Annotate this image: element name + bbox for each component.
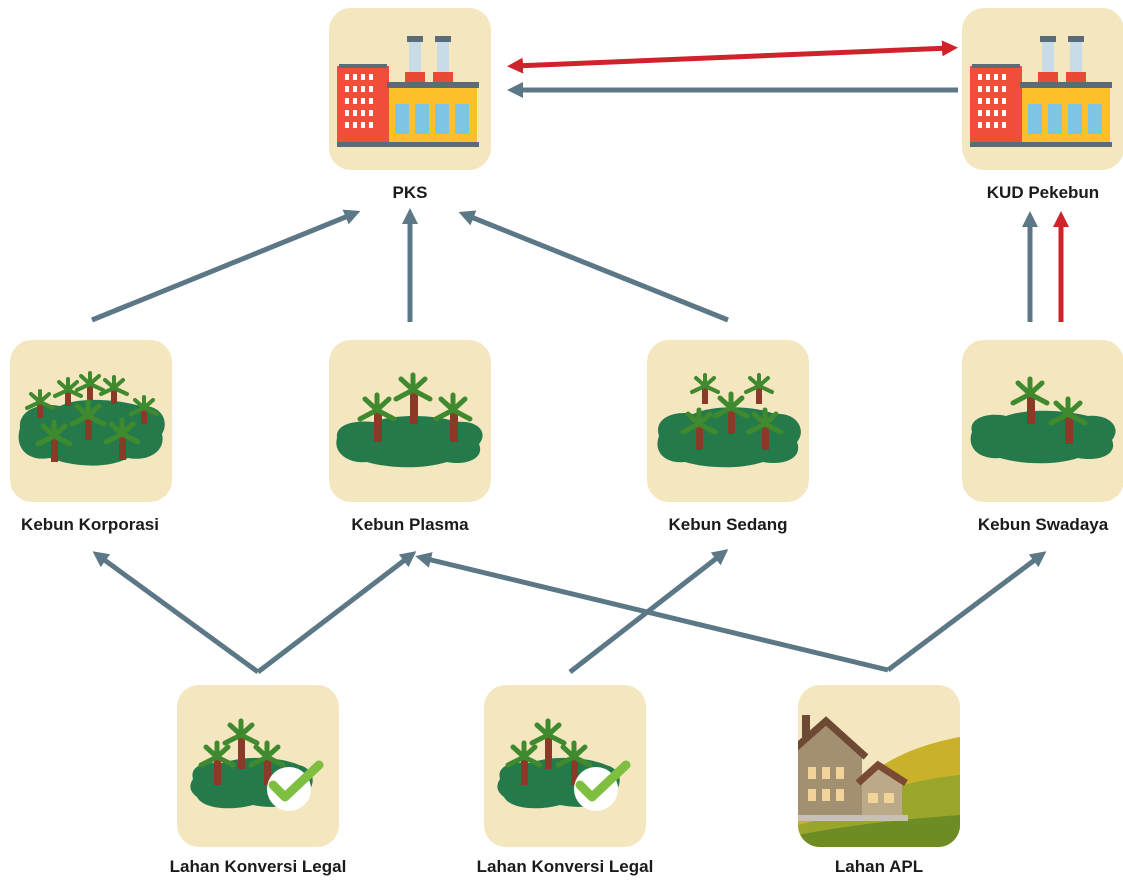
node-lahan-konversi-legal-1 bbox=[177, 685, 339, 847]
legal-plantation-check-icon bbox=[190, 718, 324, 811]
palm-trees bbox=[25, 371, 159, 462]
house-farmland-icon bbox=[798, 715, 960, 847]
node-pks bbox=[329, 8, 491, 170]
node-kud-pekebun bbox=[962, 8, 1123, 170]
palm-plantation-icon bbox=[970, 376, 1116, 464]
node-label-pks: PKS bbox=[392, 183, 428, 202]
node-label-kebun-sedang: Kebun Sedang bbox=[668, 515, 788, 534]
edge-korporasi-to-pks bbox=[91, 209, 361, 323]
node-label-kud-pekebun: KUD Pekebun bbox=[986, 183, 1100, 202]
palm-plantation-icon bbox=[336, 372, 483, 468]
edge-apl-to-plasma bbox=[415, 552, 889, 673]
node-kebun-sedang bbox=[647, 340, 809, 502]
palm-plantation-icon bbox=[18, 371, 165, 466]
edge-apl-to-swadaya bbox=[886, 551, 1047, 672]
legal-plantation-check-icon bbox=[497, 718, 631, 811]
edge-legal1-to-korporasi bbox=[92, 551, 260, 675]
node-label-lahan-apl: Lahan APL bbox=[834, 857, 924, 876]
node-label-lahan-konversi-legal-2: Lahan Konversi Legal bbox=[476, 857, 654, 876]
node-label-kebun-plasma: Kebun Plasma bbox=[351, 515, 469, 534]
node-lahan-apl bbox=[798, 685, 960, 847]
factory-icon bbox=[970, 36, 1112, 147]
node-label-lahan-konversi-legal-1: Lahan Konversi Legal bbox=[169, 857, 347, 876]
node-lahan-konversi-legal-2 bbox=[484, 685, 646, 847]
edge-kud-to-pks-highlight bbox=[507, 40, 958, 74]
edge-legal1-to-plasma bbox=[256, 551, 417, 674]
node-label-kebun-swadaya: Kebun Swadaya bbox=[977, 515, 1109, 534]
node-kebun-plasma bbox=[329, 340, 491, 502]
palm-plantation-icon bbox=[657, 373, 801, 468]
node-label-kebun-korporasi: Kebun Korporasi bbox=[21, 515, 159, 534]
node-kebun-swadaya bbox=[962, 340, 1123, 502]
edge-sedang-to-pks bbox=[458, 210, 729, 323]
factory-icon bbox=[337, 36, 479, 147]
node-kebun-korporasi bbox=[10, 340, 172, 502]
